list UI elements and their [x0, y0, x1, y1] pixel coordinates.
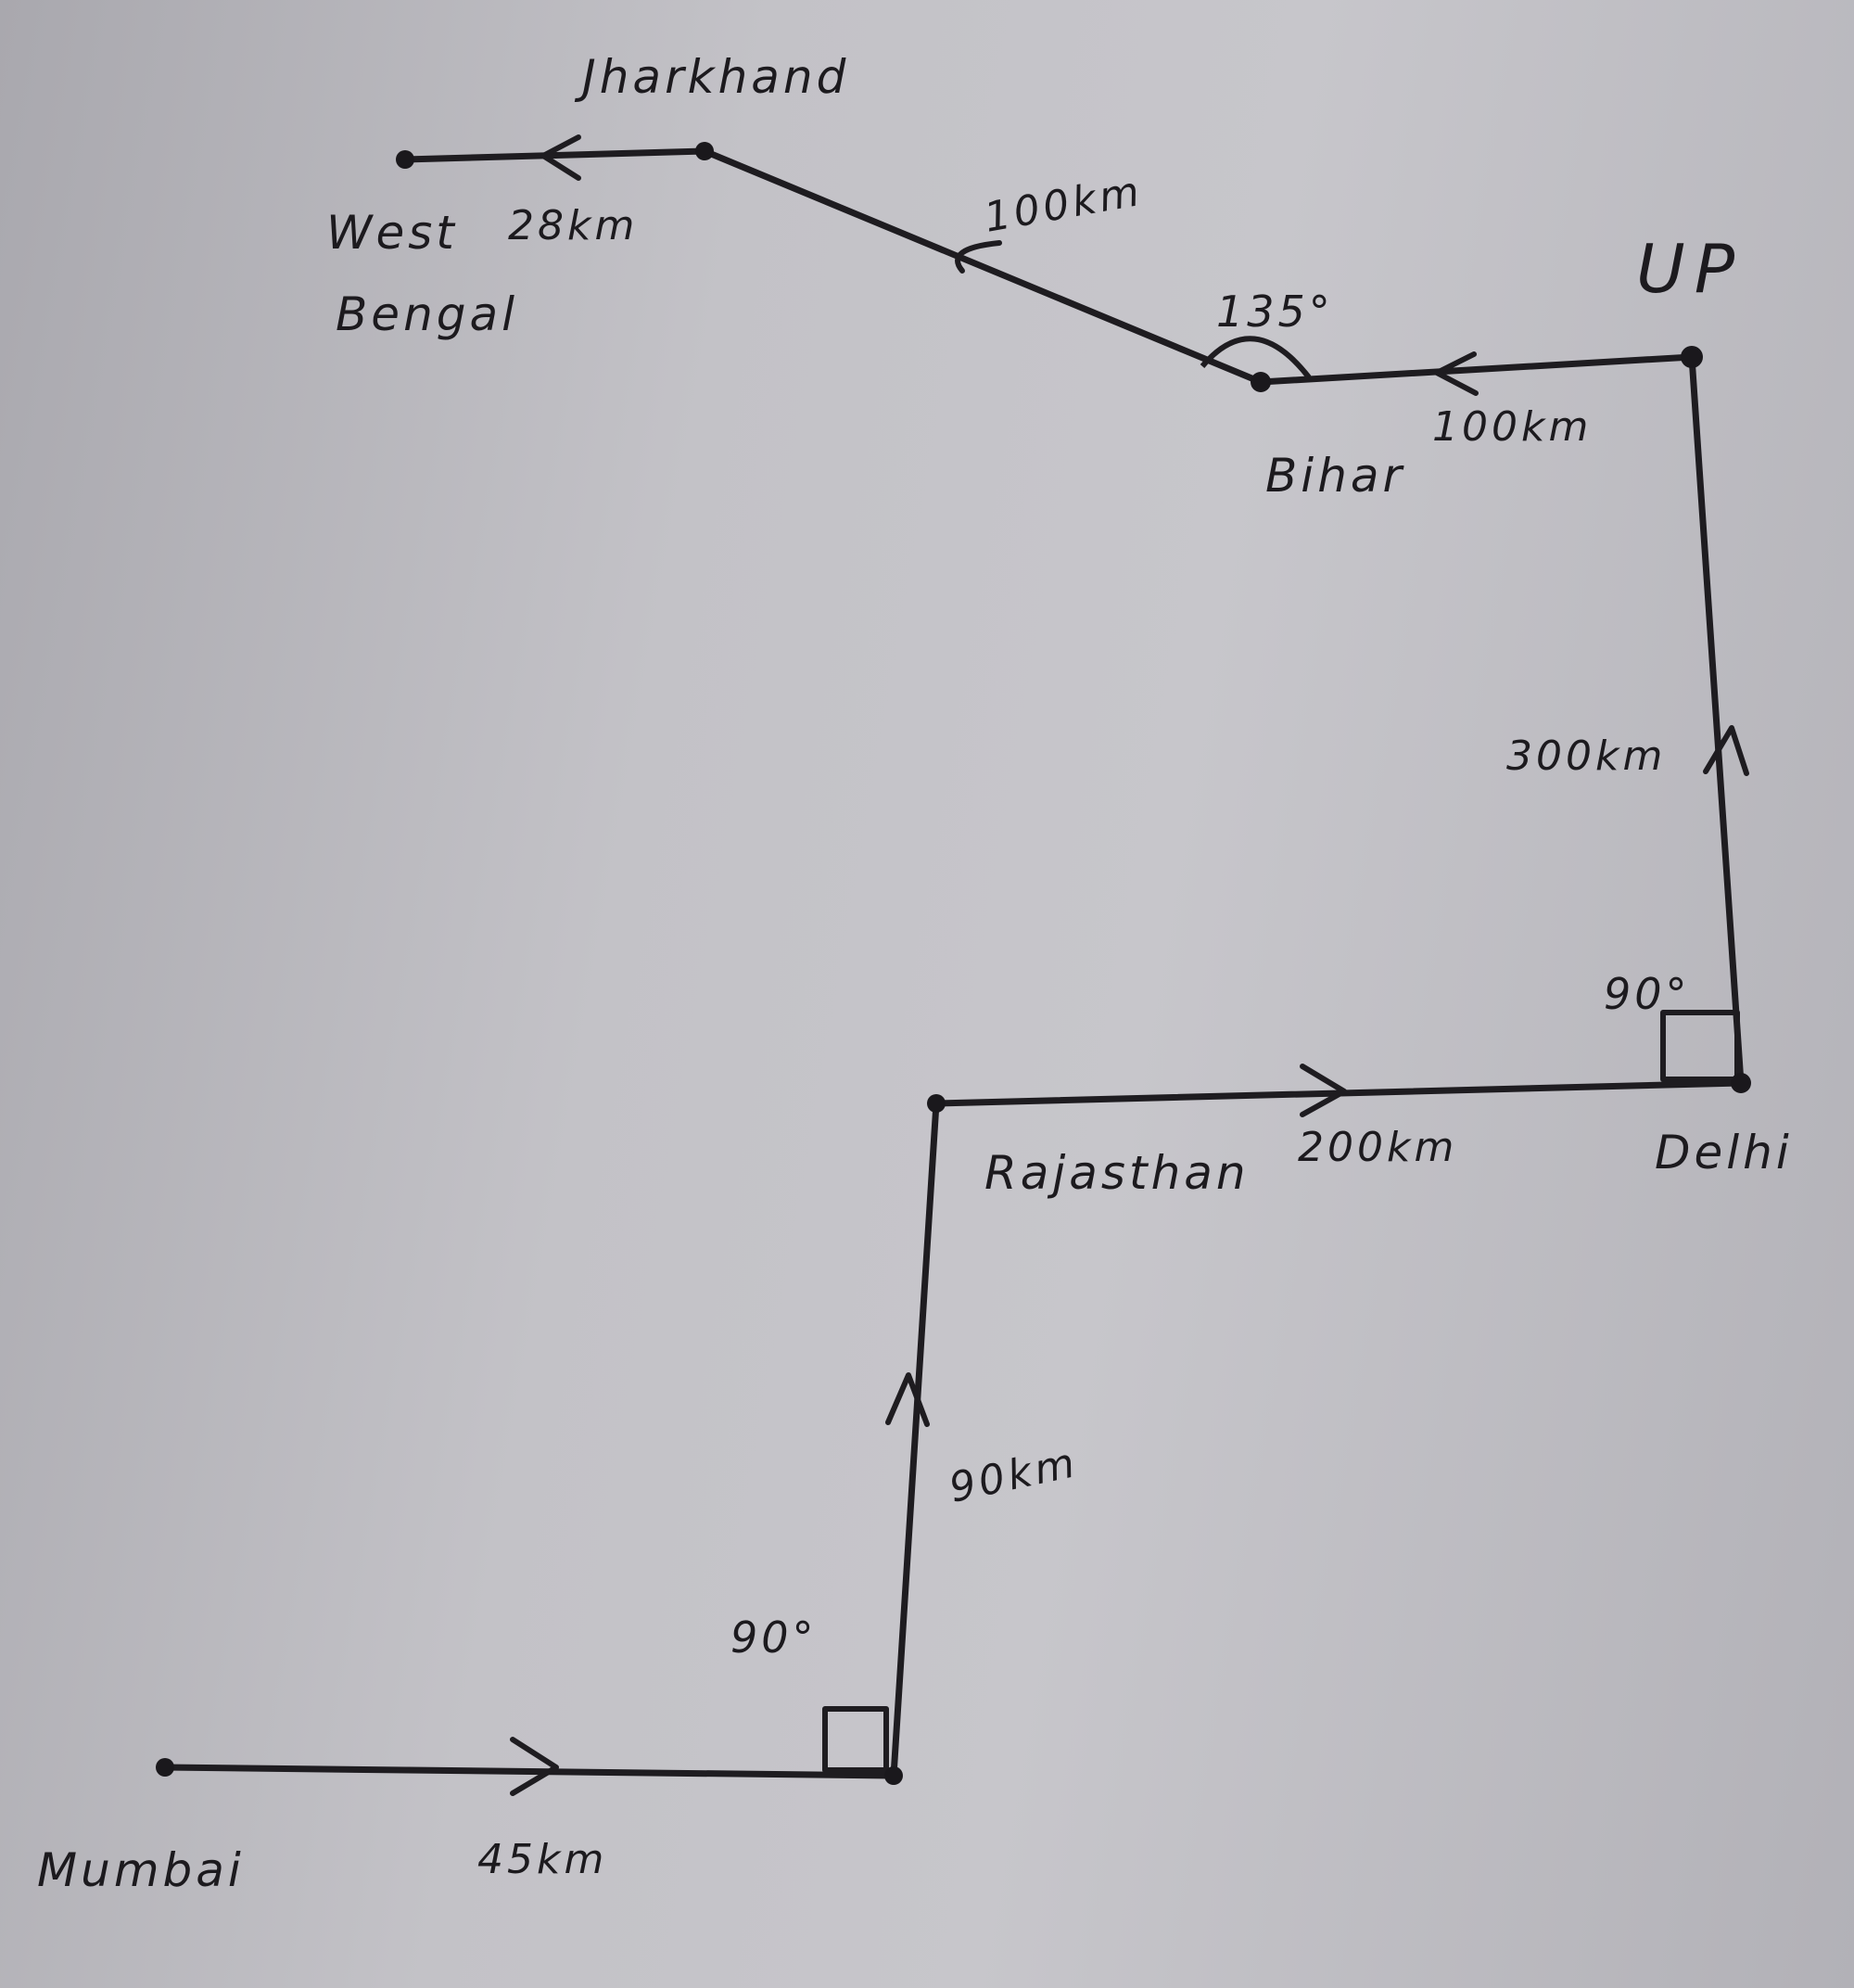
angle-label-first-turn: 90°: [730, 1612, 818, 1663]
arrow-west-to-bihar: [1434, 351, 1479, 396]
segment-first-turn-to-rajasthan: [890, 1100, 940, 1779]
node-first-turn: [884, 1766, 903, 1785]
distance-delhi-to-up: 300km: [1506, 733, 1666, 780]
distance-mumbai-to-first-turn: 45km: [477, 1836, 607, 1883]
label-rajasthan: Rajasthan: [984, 1146, 1250, 1200]
arrow-east-to-delhi: [1300, 1064, 1347, 1117]
label-jharkhand: Jharkhand: [574, 50, 849, 104]
label-up: UP: [1636, 230, 1744, 308]
distance-north-to-rajasthan: 90km: [946, 1439, 1083, 1512]
angle-label-delhi: 90°: [1604, 969, 1691, 1019]
node-up: [1681, 346, 1703, 368]
angle-arc-bihar: [1200, 336, 1312, 379]
node-jharkhand: [695, 142, 714, 160]
arrow-north-to-rajasthan: [885, 1372, 930, 1427]
segment-jharkhand-to-west-bengal: [401, 147, 708, 163]
distance-jharkhand-to-west-bengal: 28km: [508, 202, 638, 249]
label-west-bengal-line2: Bengal: [336, 287, 518, 341]
distance-bihar-to-jharkhand: 100km: [981, 168, 1147, 242]
segment-mumbai-to-first-turn: [161, 1764, 897, 1779]
arrow-east-mumbai: [510, 1737, 559, 1796]
arrow-north-to-up: [1703, 725, 1749, 776]
arrow-northwest-to-jharkhand: [955, 240, 1002, 274]
node-rajasthan: [927, 1094, 946, 1113]
distance-up-to-bihar: 100km: [1432, 403, 1592, 451]
right-angle-mark-delhi: [1660, 1010, 1740, 1082]
segment-delhi-to-up: [1688, 353, 1745, 1087]
arrow-west-to-west-bengal: [540, 134, 581, 181]
node-west-bengal: [396, 150, 414, 169]
distance-rajasthan-to-delhi: 200km: [1298, 1124, 1457, 1171]
angle-label-bihar: 135°: [1216, 287, 1334, 337]
segment-bihar-to-jharkhand: [701, 147, 1264, 386]
node-mumbai: [156, 1758, 174, 1777]
node-delhi: [1731, 1073, 1751, 1093]
label-west-bengal-line1: West: [326, 206, 458, 260]
label-delhi: Delhi: [1655, 1126, 1793, 1179]
label-mumbai: Mumbai: [37, 1843, 245, 1897]
segment-up-to-bihar: [1257, 353, 1695, 386]
label-bihar: Bihar: [1265, 449, 1405, 503]
right-angle-mark-first-turn: [822, 1706, 889, 1773]
node-bihar: [1251, 372, 1271, 392]
